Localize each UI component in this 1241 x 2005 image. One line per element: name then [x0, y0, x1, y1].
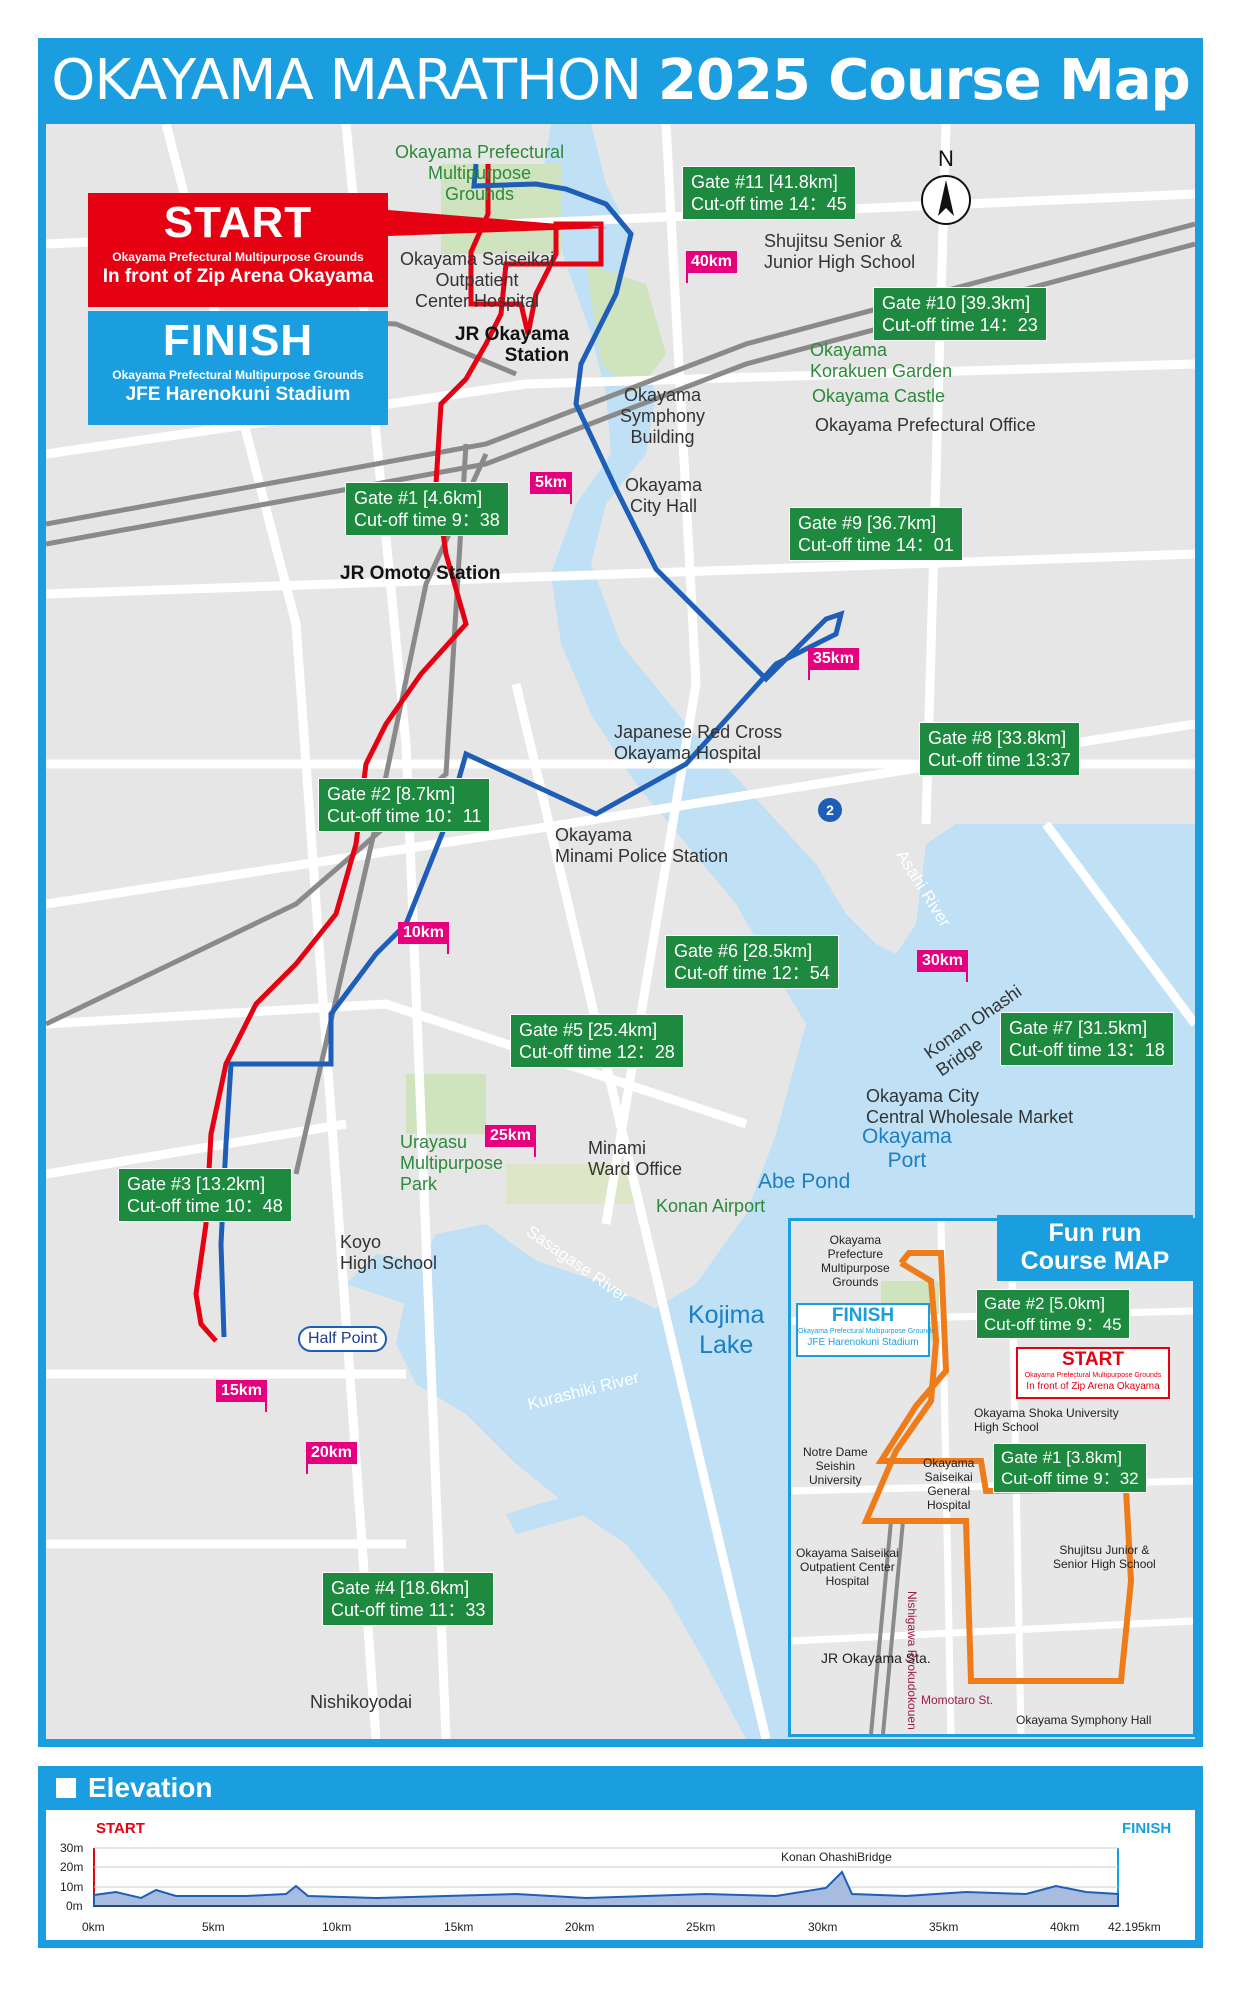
start-pointer: [388, 210, 608, 236]
sasagase-river: [346, 1254, 546, 1349]
x-tick-5: 5km: [202, 1920, 225, 1934]
label-pref-office: Okayama Prefectural Office: [815, 415, 1036, 435]
funrun-gate-2[interactable]: Gate #2 [5.0km]Cut-off time 9：45: [976, 1289, 1130, 1339]
outbound-route: [193, 164, 604, 1343]
north-arrow-icon: [921, 175, 971, 225]
x-tick-40: 40km: [1050, 1920, 1080, 1934]
km-5-marker: 5km: [530, 472, 573, 504]
y-tick-30: 30m: [60, 1841, 84, 1855]
gate-3[interactable]: Gate #3 [13.2km]Cut-off time 10：48: [118, 1168, 292, 1222]
finish-box: FINISH Okayama Prefectural Multipurpose …: [88, 311, 388, 425]
label-nishikoyodai: Nishikoyodai: [310, 1692, 413, 1712]
y-tick-20: 20m: [60, 1860, 84, 1874]
start-detail: In front of Zip Arena Okayama: [102, 266, 374, 287]
x-tick-0: 0km: [82, 1920, 105, 1934]
x-tick-20: 20km: [565, 1920, 595, 1934]
y-tick-10: 10m: [60, 1880, 84, 1894]
elevation-start-label: START: [96, 1820, 145, 1837]
funrun-label-jr-sta: JR Okayama Sta.: [821, 1650, 931, 1666]
label-jr-omoto: JR Omoto Station: [340, 563, 501, 584]
elevation-title: Elevation: [56, 1770, 212, 1806]
korakuen-park: [586, 264, 666, 394]
x-tick-35: 35km: [929, 1920, 959, 1934]
label-abe-pond: Abe Pond: [758, 1170, 851, 1193]
finish-heading: FINISH: [162, 316, 314, 365]
finish-detail: JFE Harenokuni Stadium: [125, 384, 351, 405]
compass-label: N: [938, 146, 954, 171]
km-15-marker: 15km: [216, 1380, 267, 1412]
x-tick-10: 10km: [322, 1920, 352, 1934]
page-title: OKAYAMA MARATHON 2025 Course Map: [51, 48, 1191, 113]
km-10-marker: 10km: [398, 922, 449, 954]
half-point-label: Half Point: [298, 1326, 388, 1352]
gate-6[interactable]: Gate #6 [28.5km]Cut-off time 12：54: [665, 935, 839, 989]
label-castle: Okayama Castle: [812, 386, 946, 406]
y-tick-0: 0m: [66, 1899, 83, 1913]
elevation-panel: START FINISH Konan OhashiBridge 30m 20m …: [46, 1810, 1195, 1940]
finish-location: Okayama Prefectural Multipurpose Grounds: [112, 368, 364, 382]
x-tick-25: 25km: [686, 1920, 716, 1934]
funrun-finish-box: FINISH Okayama Prefectural Multipurpose …: [796, 1303, 935, 1357]
gate-9[interactable]: Gate #9 [36.7km]Cut-off time 14：01: [789, 507, 963, 561]
gate-4[interactable]: Gate #4 [18.6km]Cut-off time 11：33: [322, 1572, 495, 1626]
elevation-finish-label: FINISH: [1122, 1820, 1172, 1837]
funrun-gate-1[interactable]: Gate #1 [3.8km]Cut-off time 9：32: [993, 1443, 1147, 1493]
gate-8[interactable]: Gate #8 [33.8km]Cut-off time 13:37: [919, 722, 1080, 776]
start-box: START Okayama Prefectural Multipurpose G…: [88, 193, 388, 307]
inbound-route: [218, 163, 845, 1338]
gate-2[interactable]: Gate #2 [8.7km]Cut-off time 10：11: [318, 778, 491, 832]
gate-1[interactable]: Gate #1 [4.6km]Cut-off time 9：38: [345, 482, 509, 536]
km-20-marker: 20km: [306, 1442, 357, 1474]
kurashiki-river: [506, 1464, 686, 1534]
elevation-bridge-label: Konan OhashiBridge: [781, 1850, 892, 1864]
funrun-label-symphony: Okayama Symphony Hall: [1016, 1713, 1152, 1727]
compass: N: [916, 146, 976, 226]
gate-7[interactable]: Gate #7 [31.5km]Cut-off time 13：18: [1000, 1012, 1174, 1066]
grounds-park: [441, 164, 561, 254]
km-30-marker: 30km: [917, 950, 968, 982]
funrun-start-box: START Okayama Prefectural Multipurpose G…: [1016, 1347, 1170, 1399]
x-tick-15: 15km: [444, 1920, 474, 1934]
start-heading: START: [163, 198, 313, 247]
elevation-profile: [93, 1847, 1119, 1907]
funrun-route: [861, 1250, 1135, 1684]
km-40-marker: 40km: [686, 251, 737, 283]
gate-11[interactable]: Gate #11 [41.8km]Cut-off time 14：45: [682, 166, 856, 220]
x-tick-finish: 42.195km: [1108, 1920, 1161, 1934]
x-tick-30: 30km: [808, 1920, 838, 1934]
gate-5[interactable]: Gate #5 [25.4km]Cut-off time 12：28: [510, 1014, 684, 1068]
funrun-label-shujitsu: Shujitsu Junior &Senior High School: [1053, 1543, 1156, 1571]
route-2-badge: 2: [818, 798, 842, 822]
km-35-marker: 35km: [808, 648, 859, 680]
label-airport: Konan Airport: [656, 1196, 766, 1216]
km-25-marker: 25km: [485, 1125, 536, 1157]
gate-10[interactable]: Gate #10 [39.3km]Cut-off time 14：23: [873, 287, 1047, 341]
start-location: Okayama Prefectural Multipurpose Grounds: [112, 250, 364, 264]
label-shujitsu: Shujitsu Senior &Junior High School: [764, 231, 916, 272]
funrun-label-momotaro: Momotaro St.: [921, 1693, 994, 1707]
